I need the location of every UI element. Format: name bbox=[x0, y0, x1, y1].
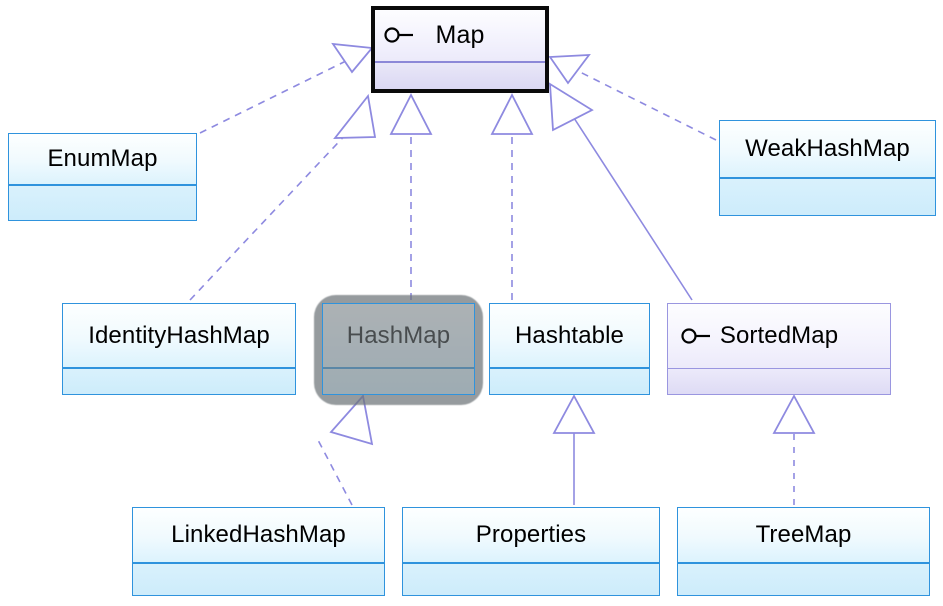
edge-treemap-sortedmap bbox=[772, 394, 816, 505]
class-node-title: EnumMap bbox=[9, 134, 196, 186]
edge-weakhashmap-map bbox=[548, 54, 717, 141]
interface-lollipop-icon bbox=[384, 27, 413, 43]
class-node-sortedmap[interactable]: SortedMap bbox=[667, 303, 891, 395]
class-node-hashtable[interactable]: Hashtable bbox=[489, 303, 650, 395]
class-name-label: Properties bbox=[475, 521, 587, 548]
class-node-identityhashmap[interactable]: IdentityHashMap bbox=[62, 303, 296, 395]
class-node-weakhashmap[interactable]: WeakHashMap bbox=[719, 120, 936, 216]
edge-hashmap-map bbox=[389, 93, 433, 300]
class-name-label: IdentityHashMap bbox=[88, 321, 270, 349]
class-name-label: HashMap bbox=[346, 321, 451, 349]
class-name-label: WeakHashMap bbox=[745, 135, 910, 162]
class-name-label: Map bbox=[435, 21, 485, 49]
class-node-treemap[interactable]: TreeMap bbox=[677, 507, 930, 596]
class-node-attributes-compartment bbox=[9, 186, 196, 220]
class-name-label: Hashtable bbox=[515, 321, 624, 349]
class-node-attributes-compartment bbox=[375, 63, 545, 89]
edge-hashtable-map bbox=[490, 93, 534, 300]
edge-properties-hashtable bbox=[552, 394, 596, 505]
class-node-enummap[interactable]: EnumMap bbox=[8, 133, 197, 221]
class-node-attributes-compartment bbox=[323, 369, 474, 394]
class-node-title: Hashtable bbox=[490, 304, 649, 369]
class-node-title: IdentityHashMap bbox=[63, 304, 295, 369]
class-node-attributes-compartment bbox=[63, 369, 295, 394]
edge-linkedhashmap-hashmap bbox=[317, 394, 374, 506]
class-node-title: SortedMap bbox=[668, 304, 890, 369]
edge-sortedmap-map bbox=[548, 82, 693, 301]
class-node-attributes-compartment bbox=[668, 369, 890, 394]
class-node-title: HashMap bbox=[323, 304, 474, 369]
class-node-attributes-compartment bbox=[720, 179, 935, 215]
class-name-label: EnumMap bbox=[47, 145, 158, 172]
class-name-label: TreeMap bbox=[755, 521, 852, 548]
class-node-attributes-compartment bbox=[403, 564, 659, 595]
class-node-title: Properties bbox=[403, 508, 659, 564]
class-node-title: LinkedHashMap bbox=[133, 508, 384, 564]
class-name-label: LinkedHashMap bbox=[171, 521, 346, 548]
interface-lollipop-icon bbox=[681, 328, 710, 344]
class-node-attributes-compartment bbox=[678, 564, 929, 595]
class-node-title: WeakHashMap bbox=[720, 121, 935, 179]
class-node-properties[interactable]: Properties bbox=[402, 507, 660, 596]
class-node-hashmap[interactable]: HashMap bbox=[322, 303, 475, 395]
class-node-title: Map bbox=[375, 10, 545, 63]
edge-enummap-map bbox=[199, 42, 374, 134]
class-node-map[interactable]: Map bbox=[371, 6, 549, 93]
class-node-linkedhashmap[interactable]: LinkedHashMap bbox=[132, 507, 385, 596]
class-node-attributes-compartment bbox=[133, 564, 384, 595]
class-node-attributes-compartment bbox=[490, 369, 649, 394]
class-node-title: TreeMap bbox=[678, 508, 929, 564]
edge-identityhashmap-map bbox=[189, 93, 377, 301]
class-name-label: SortedMap bbox=[719, 322, 839, 349]
